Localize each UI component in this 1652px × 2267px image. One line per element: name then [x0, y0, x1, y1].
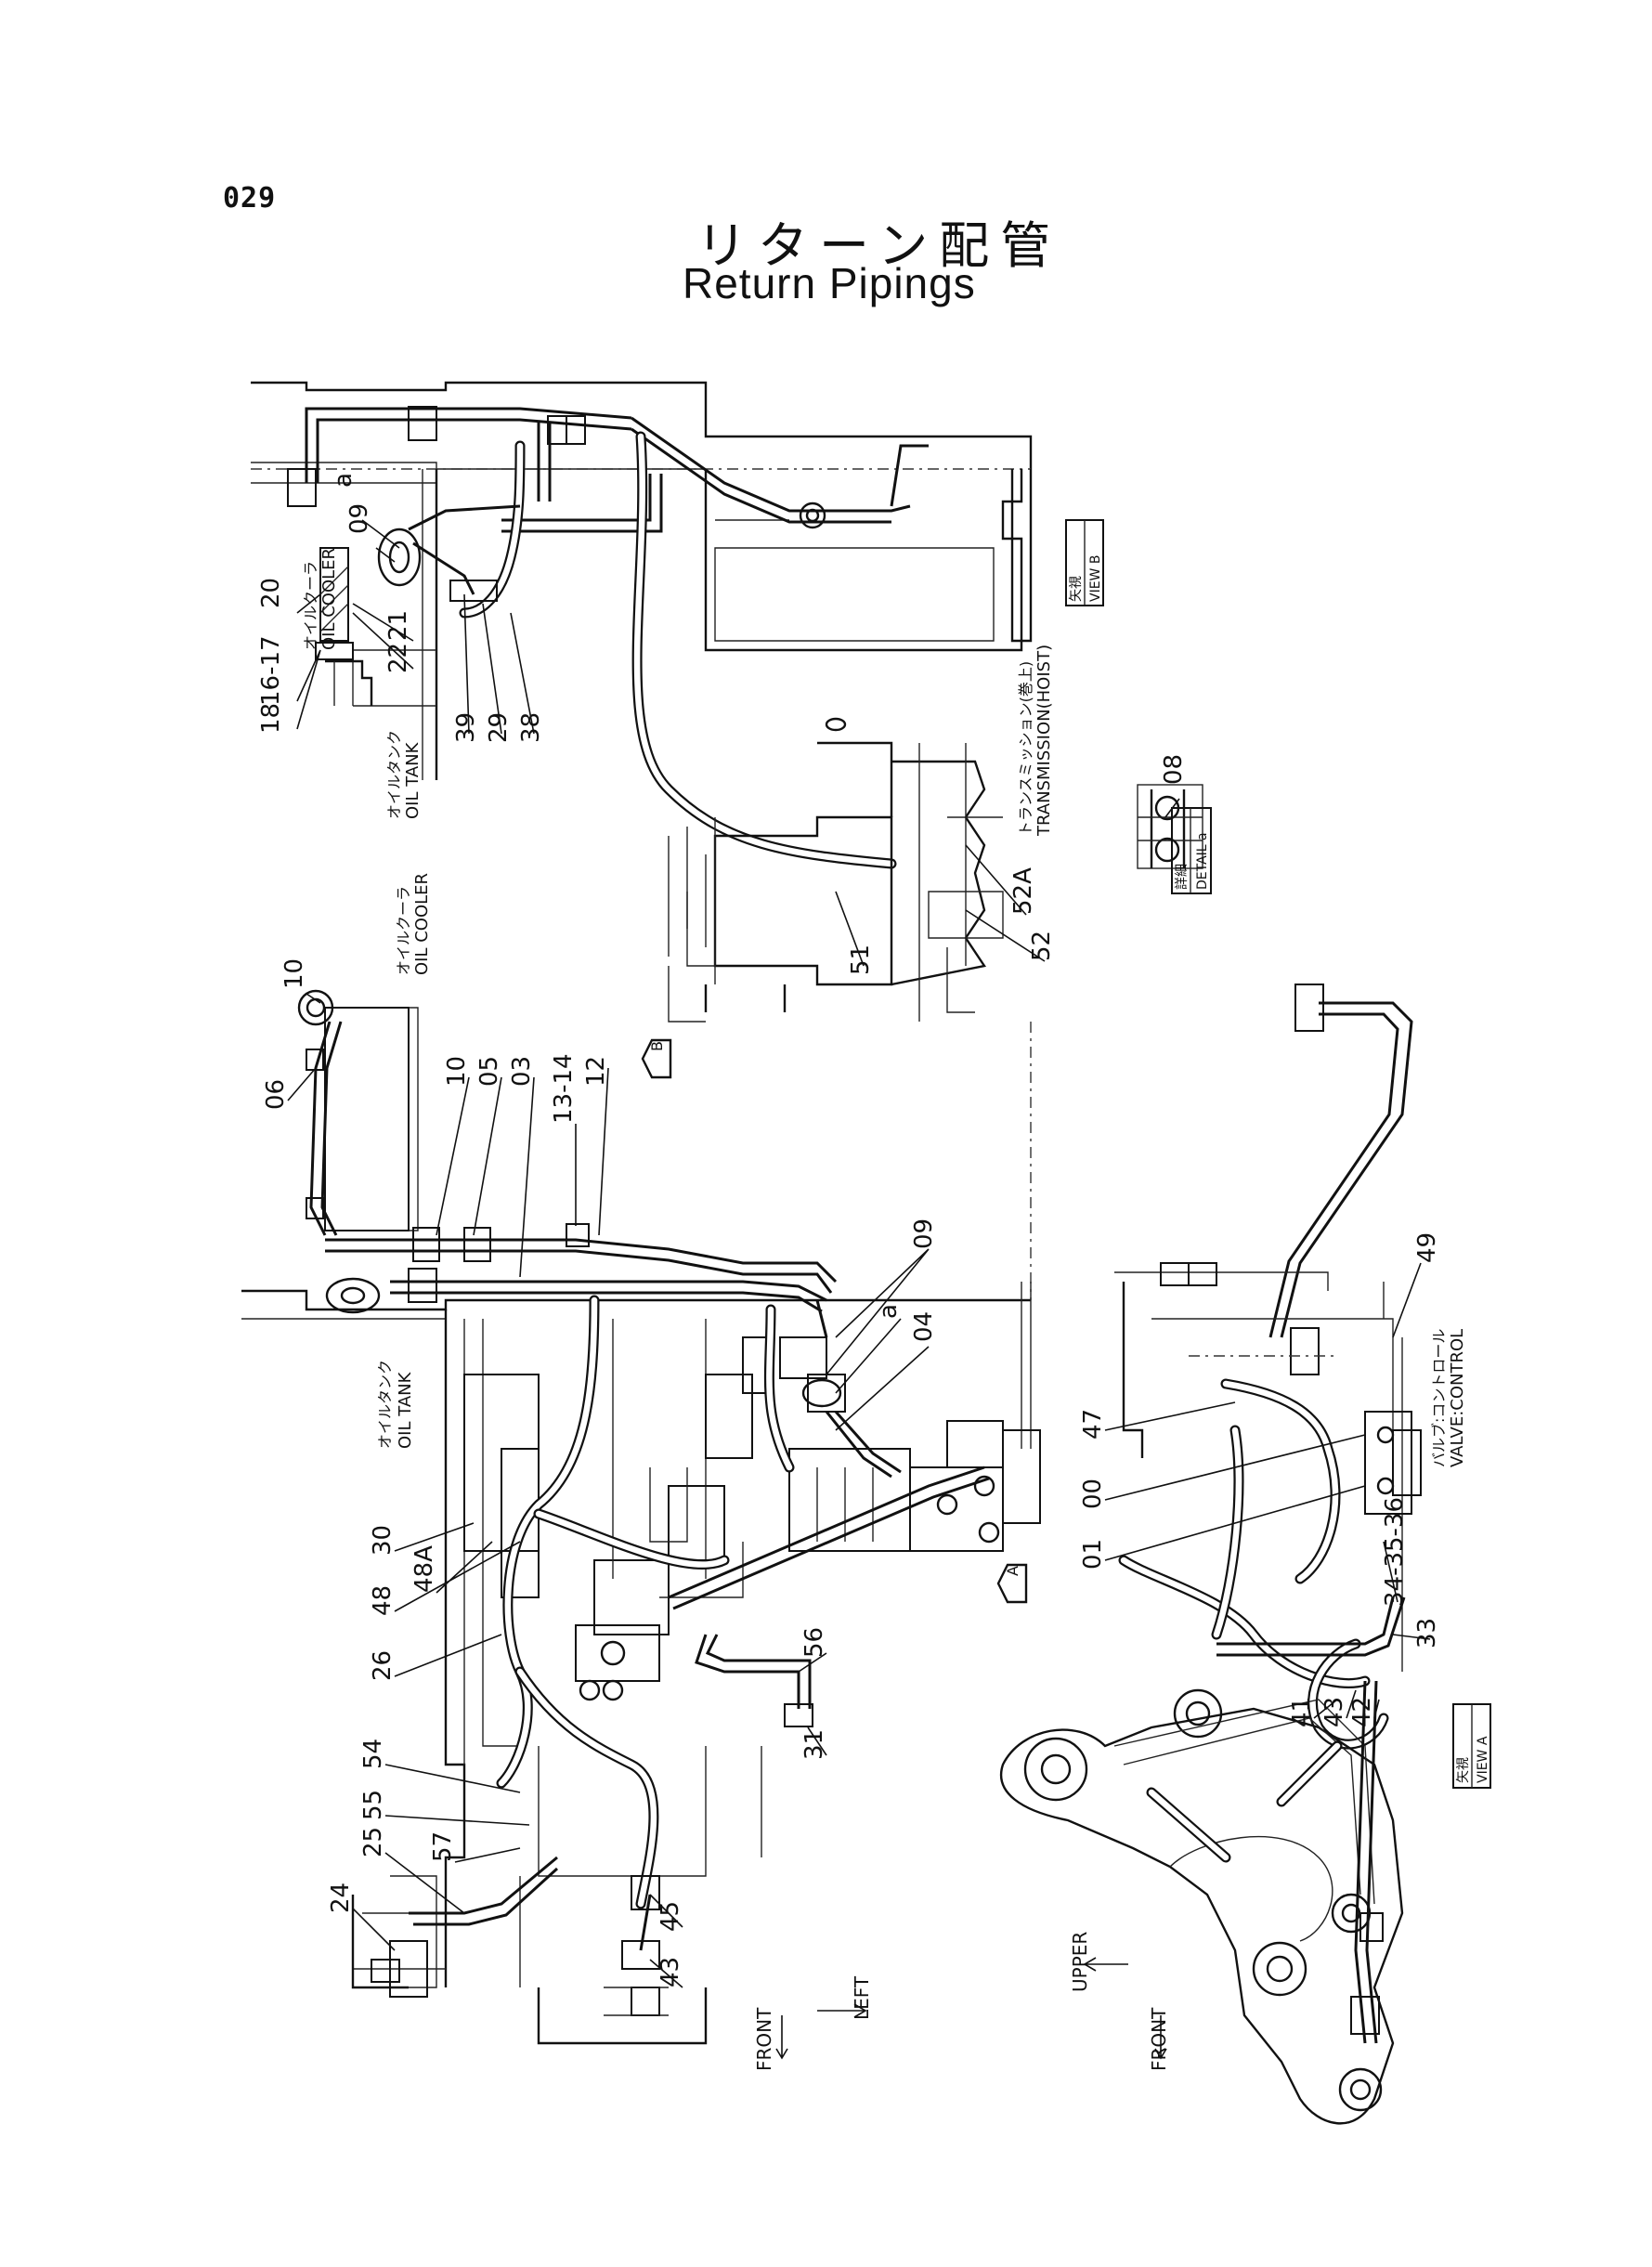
label-12: 12 — [582, 1056, 610, 1087]
front-arrow-main — [775, 2015, 788, 2060]
label-54: 54 — [359, 1739, 387, 1769]
oil-tank-en-top: OIL TANK — [403, 741, 423, 819]
label-41: 41 — [1288, 1697, 1316, 1727]
label-26: 26 — [369, 1650, 397, 1681]
page-number: 029 — [223, 182, 277, 215]
oil-tank-en-main: OIL TANK — [396, 1371, 415, 1449]
view-b-diagram — [251, 381, 1203, 1023]
view-b-arrow — [641, 1038, 672, 1079]
label-00: 00 — [1079, 1479, 1107, 1509]
label-48a: 48A — [410, 1545, 438, 1593]
front-arrow-view-a — [1154, 2015, 1167, 2060]
label-31: 31 — [800, 1729, 828, 1760]
label-57: 57 — [429, 1831, 457, 1862]
label-52: 52 — [1028, 931, 1056, 961]
title-japanese: リターン配管 — [696, 216, 1062, 275]
view-b-tag-ja: 矢視 — [1069, 576, 1084, 602]
label-04: 04 — [910, 1311, 938, 1342]
label-30: 30 — [369, 1525, 397, 1556]
front-label-view-a: FRONT — [1148, 2007, 1170, 2071]
label-16-17: 16-17 — [257, 635, 285, 706]
label-13-14: 13-14 — [550, 1053, 578, 1124]
view-b-tag-en: VIEW B — [1088, 555, 1103, 602]
label-52a: 52A — [1009, 867, 1037, 915]
oil-cooler-en-main: OIL COOLER — [412, 873, 432, 975]
label-49: 49 — [1413, 1232, 1441, 1263]
transmission-en: TRANSMISSION(HOIST) — [1034, 645, 1054, 837]
label-43-main: 43 — [657, 1957, 684, 1987]
view-b-labels: a 09 20 21 22 16-17 18 39 29 38 08 52A 5… — [257, 473, 1212, 975]
view-a-tag-ja: 矢視 — [1456, 1757, 1471, 1783]
label-22: 22 — [384, 643, 412, 673]
label-03: 03 — [508, 1056, 536, 1087]
label-39: 39 — [452, 712, 480, 743]
oil-cooler-en-top: OIL COOLER — [319, 548, 339, 650]
label-33: 33 — [1413, 1618, 1441, 1648]
label-25: 25 — [359, 1827, 387, 1857]
main-labels: 10 10 05 03 06 13-14 12 09 a 04 30 48A 4… — [262, 873, 1028, 2071]
view-a-arrow-letter: A — [1004, 1566, 1021, 1576]
label-56: 56 — [800, 1627, 828, 1658]
label-09-top: 09 — [345, 503, 373, 534]
label-06: 06 — [262, 1079, 290, 1110]
upper-label: UPPER — [1069, 1932, 1091, 1992]
label-08: 08 — [1160, 754, 1188, 785]
oil-cooler-ja-top: オイルクーラ — [302, 561, 319, 650]
detail-a-tag-en: DETAIL a — [1195, 832, 1210, 890]
main-diagram — [241, 989, 1041, 2045]
label-a-top: a — [330, 473, 358, 488]
detail-a-tag-ja: 詳細 — [1175, 864, 1190, 890]
label-20: 20 — [257, 578, 285, 608]
upper-arrow — [1083, 1957, 1128, 1972]
label-10-a: 10 — [280, 958, 308, 989]
view-a-labels: 49 47 00 01 34-35-36 33 41 43 42 バルブ:コント… — [1069, 1232, 1491, 2071]
transmission-ja: トランスミッション(巻上) — [1017, 661, 1034, 836]
view-a-arrow — [996, 1563, 1028, 1604]
view-b-arrow-letter: B — [648, 1041, 666, 1051]
label-a-main: a — [875, 1304, 903, 1319]
label-01: 01 — [1079, 1539, 1107, 1570]
label-48: 48 — [369, 1585, 397, 1616]
view-a-tag-en: VIEW A — [1476, 1736, 1490, 1783]
label-47: 47 — [1079, 1409, 1107, 1440]
oil-cooler-ja-main: オイルクーラ — [395, 886, 412, 975]
label-10-b: 10 — [443, 1056, 471, 1087]
label-24: 24 — [327, 1883, 355, 1913]
left-arrow-main — [817, 2003, 867, 2018]
oil-tank-ja-top: オイルタンク — [385, 730, 403, 819]
title-english: Return Pipings — [683, 259, 976, 307]
label-05: 05 — [475, 1056, 503, 1087]
label-18: 18 — [257, 703, 285, 734]
oil-tank-ja-main: オイルタンク — [376, 1360, 394, 1449]
label-42: 42 — [1348, 1697, 1376, 1727]
front-label-main: FRONT — [753, 2007, 775, 2071]
view-a-diagram — [1000, 984, 1422, 2125]
valve-ja: バルブ:コントロール — [1430, 1329, 1448, 1467]
label-55: 55 — [359, 1790, 387, 1820]
label-09-main: 09 — [910, 1218, 938, 1249]
valve-en: VALVE:CONTROL — [1448, 1329, 1467, 1467]
